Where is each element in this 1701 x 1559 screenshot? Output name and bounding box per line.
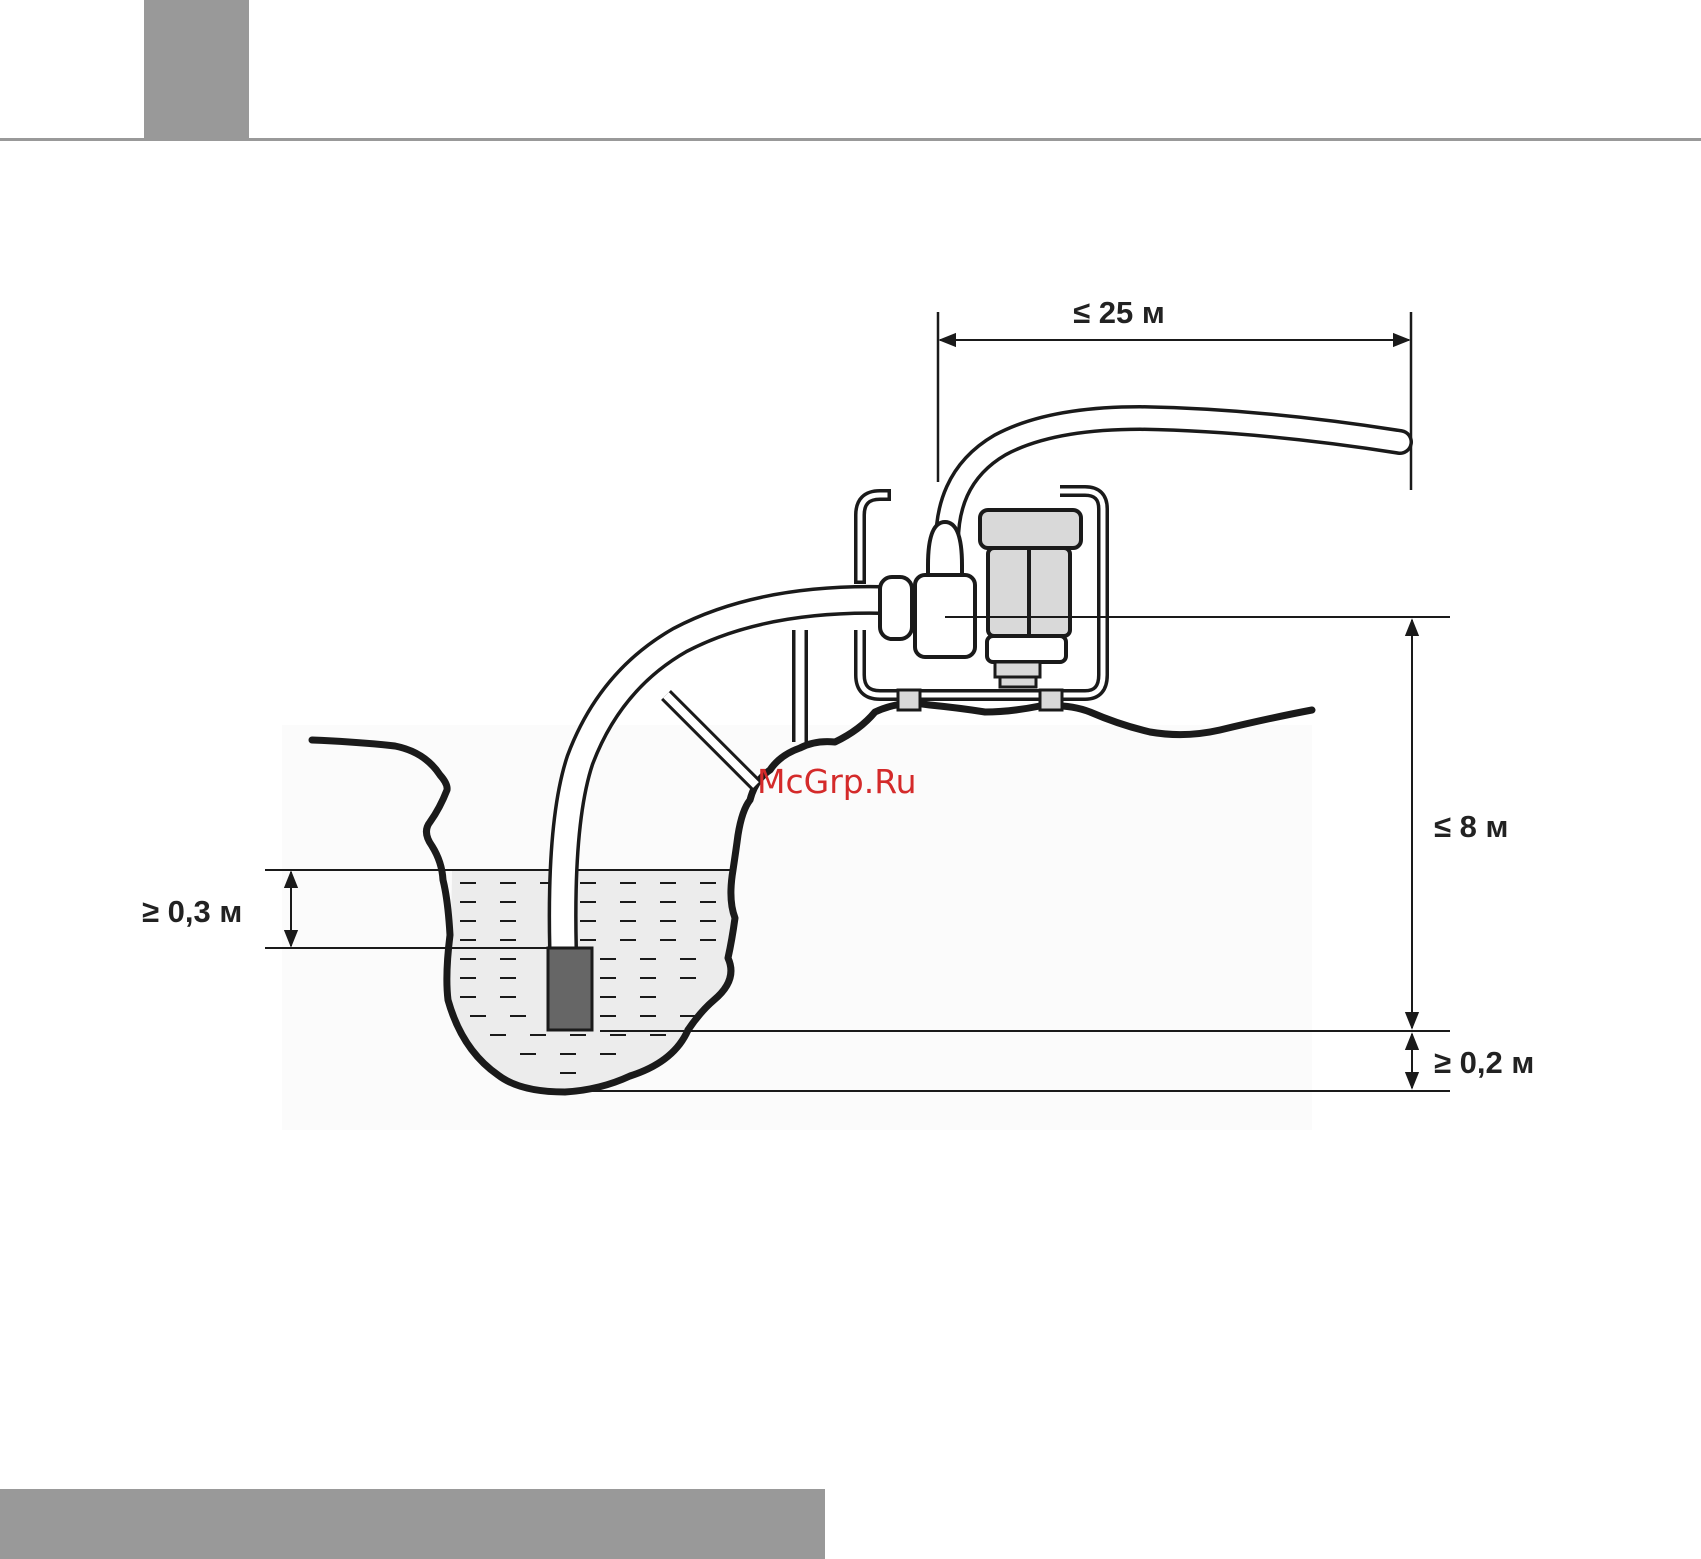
suction-strainer <box>548 948 592 1030</box>
hose-length-label: ≤ 25 м <box>1073 295 1165 330</box>
motor-pump <box>860 491 1103 710</box>
submersion-depth-label: ≥ 0,3 м <box>142 894 242 929</box>
bottom-clearance-label: ≥ 0,2 м <box>1434 1045 1534 1080</box>
suction-height-label: ≤ 8 м <box>1434 809 1508 844</box>
watermark: McGrp.Ru <box>757 762 917 801</box>
footer-bar <box>0 1489 825 1559</box>
